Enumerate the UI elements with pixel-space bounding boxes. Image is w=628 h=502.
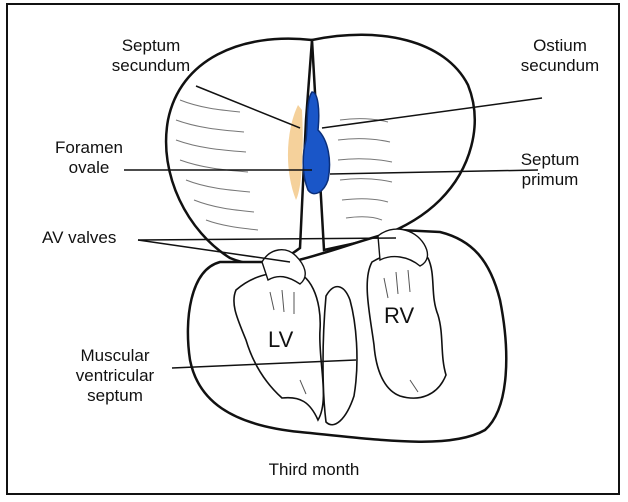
caption: Third month	[0, 460, 628, 480]
right-atrium	[312, 35, 475, 250]
label-lv: LV	[268, 330, 293, 350]
label-rv: RV	[384, 306, 414, 326]
label-av-valves: AV valves	[42, 228, 116, 248]
